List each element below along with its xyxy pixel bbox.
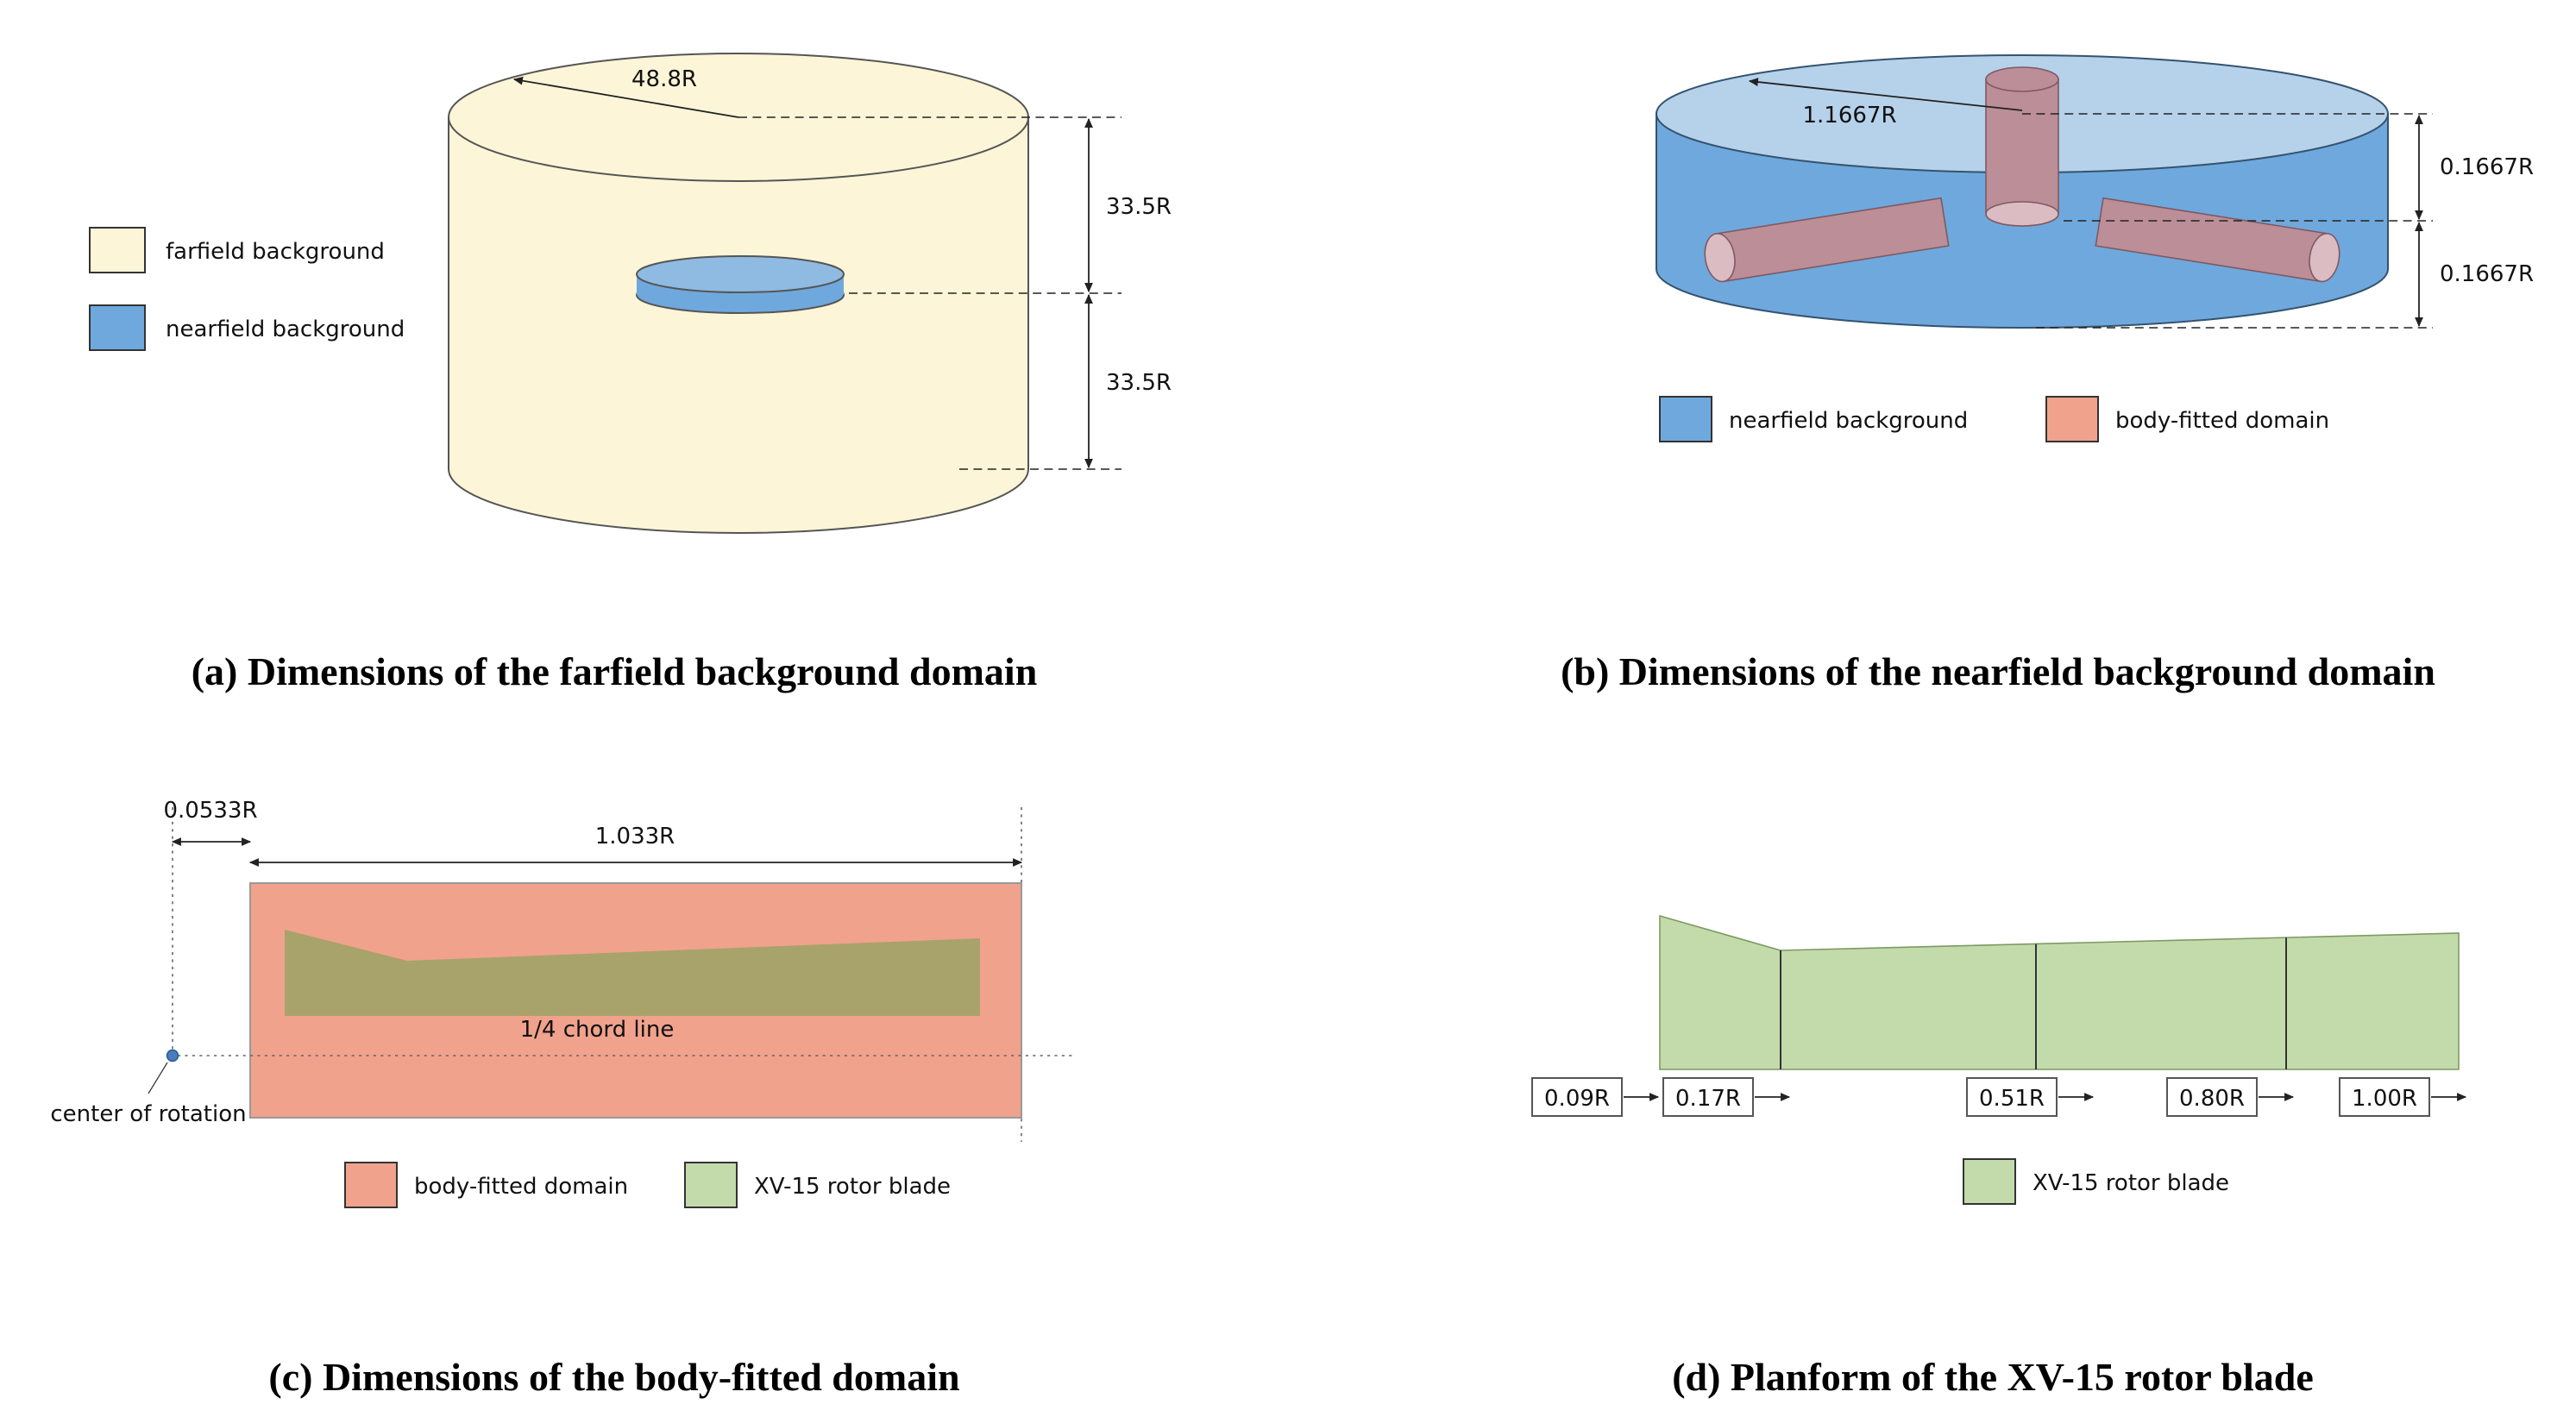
caption-a: (a) Dimensions of the farfield backgroun… <box>192 649 1038 693</box>
body-fitted-cylinder-right-cap <box>2309 233 2340 283</box>
legend-swatch-blade-c <box>684 1162 738 1208</box>
radius-arrow-b <box>1748 78 2023 111</box>
station-row: 0.09R 0.17R 0.51R 0.80R 1.00R <box>1531 1077 2467 1117</box>
upper-height-label-a: 33.5R <box>1106 194 1172 220</box>
body-fitted-cylinder-right <box>2095 197 2340 283</box>
rotor-blade-overlap-c <box>285 930 980 1016</box>
legend-label-bodyfitted-b: body-fitted domain <box>2115 408 2329 434</box>
station-box-3 <box>1966 1077 2058 1117</box>
chord-line-label-c: 1/4 chord line <box>520 1017 675 1043</box>
hub-cylinder-top-cap <box>1985 66 2059 92</box>
center-of-rotation-label: center of rotation <box>50 1101 246 1127</box>
legend-label-blade-c: XV-15 rotor blade <box>754 1174 951 1200</box>
rotor-blade-planform <box>1659 914 2460 1070</box>
body-fitted-cylinder-left-cap <box>1704 233 1736 283</box>
legend-swatch-bodyfitted-b <box>2045 396 2099 442</box>
legend-b: nearfield background body-fitted domain <box>1659 396 2329 442</box>
station-box-5 <box>2339 1077 2430 1117</box>
legend-swatch-blade-d <box>1963 1158 2016 1205</box>
lower-height-label-b: 0.1667R <box>2440 261 2534 287</box>
station-box-4 <box>2166 1077 2258 1117</box>
body-fitted-cylinder-hub <box>1985 66 2059 227</box>
center-of-rotation-dot <box>166 1049 179 1063</box>
legend-label-nearfield: nearfield background <box>166 317 405 342</box>
station-label-3: 0.51R <box>1979 1086 2045 1112</box>
station-label-4: 0.80R <box>2179 1086 2245 1112</box>
upper-height-label-b: 0.1667R <box>2440 154 2534 180</box>
width-label-c: 1.033R <box>595 824 675 849</box>
legend-label-farfield: farfield background <box>166 239 385 265</box>
legend-label-blade-d: XV-15 rotor blade <box>2033 1170 2229 1196</box>
legend-swatch-bodyfitted-c <box>344 1162 398 1208</box>
legend-d: XV-15 rotor blade <box>1963 1158 2229 1205</box>
legend-swatch-farfield <box>89 227 146 273</box>
legend-label-nearfield-b: nearfield background <box>1729 408 1968 434</box>
station-label-1: 0.09R <box>1544 1086 1610 1112</box>
body-fitted-cylinder-left <box>1704 197 1950 283</box>
subfigure-a: 48.8R 33.5R 33.5R farfield background ne… <box>89 53 1172 693</box>
hub-cylinder-bottom-cap <box>1985 201 2059 227</box>
nearfield-disk-top <box>636 255 845 293</box>
caption-c: (c) Dimensions of the body-fitted domain <box>268 1355 959 1399</box>
caption-d: (d) Planform of the XV-15 rotor blade <box>1672 1355 2314 1399</box>
station-box-1 <box>1531 1077 1623 1117</box>
lower-height-label-a: 33.5R <box>1106 370 1172 396</box>
radius-label-a: 48.8R <box>631 66 697 92</box>
legend-a: farfield background nearfield background <box>89 227 405 351</box>
legend-label-bodyfitted-c: body-fitted domain <box>414 1174 628 1200</box>
radius-arrow-a <box>512 76 739 118</box>
legend-swatch-nearfield-b <box>1659 396 1712 442</box>
subfigure-c: 0.0533R 1.033R 1/4 chord line center of … <box>50 798 1073 1399</box>
subfigure-b: 1.1667R 0.1667R 0.1667R nearfield backgr… <box>1561 54 2534 693</box>
station-box-2 <box>1662 1077 1754 1117</box>
subfigure-d: 0.09R 0.17R 0.51R 0.80R 1.00R XV-15 roto… <box>1531 914 2467 1399</box>
legend-c: body-fitted domain XV-15 rotor blade <box>344 1162 951 1208</box>
station-label-2: 0.17R <box>1675 1086 1741 1112</box>
center-of-rotation-pointer <box>148 1062 168 1094</box>
legend-swatch-nearfield <box>89 304 146 351</box>
offset-label-c: 0.0533R <box>163 798 257 824</box>
caption-b: (b) Dimensions of the nearfield backgrou… <box>1561 649 2435 693</box>
radius-label-b: 1.1667R <box>1802 103 1896 129</box>
station-label-5: 1.00R <box>2352 1086 2417 1112</box>
farfield-cylinder-body <box>448 116 1029 534</box>
